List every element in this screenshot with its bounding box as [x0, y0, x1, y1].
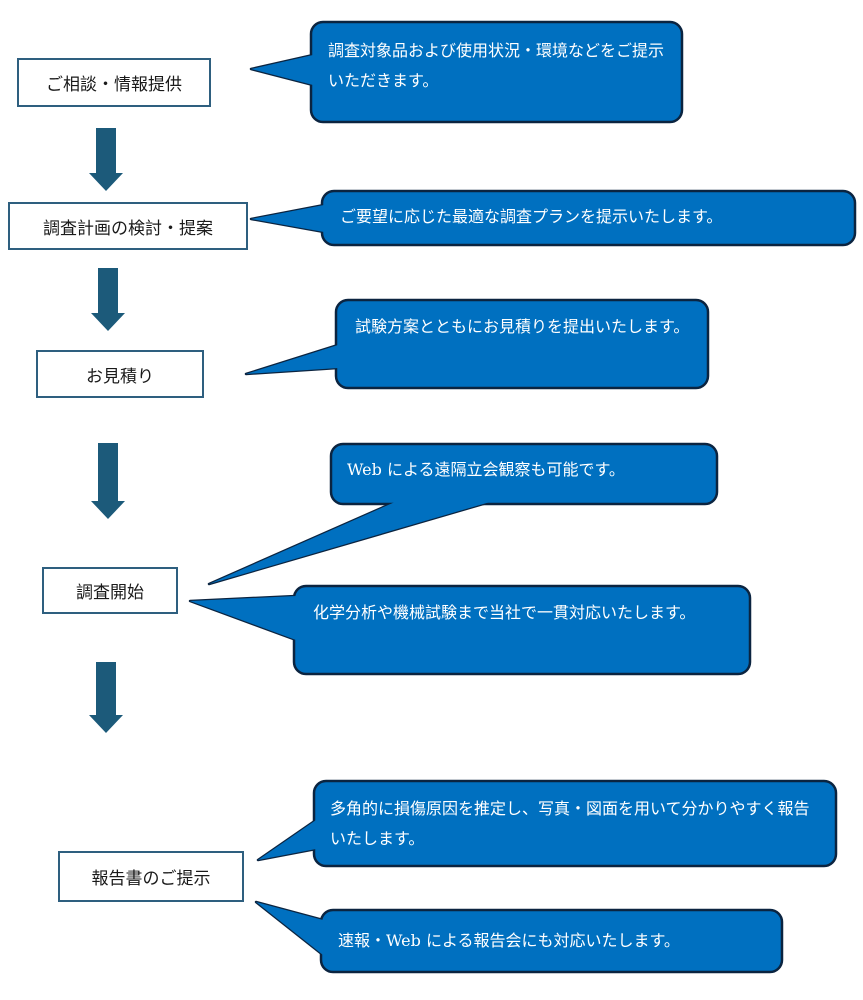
callout-estimate [244, 298, 710, 390]
down-arrow-icon [89, 662, 123, 733]
callout-tail-fill [258, 820, 316, 860]
step-report-box: 報告書のご提示 [58, 851, 244, 902]
callout-text-consultation: 調査対象品および使用状況・環境などをご提示いただきます。 [328, 41, 665, 90]
step-label: 調査計画の検討・提案 [43, 218, 213, 239]
step-label: 報告書のご提示 [91, 869, 211, 889]
callout-report-meeting [254, 900, 784, 974]
callout-tail-fill [251, 55, 313, 85]
callout-text-remote-witness: Web による遠隔立会観察も可能です。 [347, 460, 625, 479]
callout-tail-fill [209, 502, 490, 584]
callout-consultation [249, 20, 684, 124]
step-planning-box: 調査計画の検討・提案 [8, 202, 248, 250]
callout-tail-fill [251, 205, 324, 232]
callout-integrated-testing [188, 584, 752, 676]
callout-report-detail [256, 779, 838, 868]
down-arrow-icon [91, 268, 125, 331]
step-investigation-start-box: 調査開始 [42, 567, 178, 614]
callout-text-planning: ご要望に応じた最適な調査プランを提示いたします。 [340, 207, 723, 226]
callout-bubble [334, 298, 710, 390]
callout-planning [249, 189, 857, 247]
callout-remote-witness [207, 442, 719, 586]
callout-text-estimate: 試験方案とともにお見積りを提出いたします。 [355, 317, 690, 336]
callout-tail-fill [246, 345, 338, 374]
callout-tail-fill [190, 596, 296, 640]
callout-text-integrated-testing: 化学分析や機械試験まで当社で一貫対応いたします。 [313, 603, 696, 622]
step-consultation-box: ご相談・情報提供 [17, 58, 211, 107]
callout-text-report-meeting: 速報・Web による報告会にも対応いたします。 [338, 931, 680, 950]
step-label: 調査開始 [76, 583, 144, 603]
callout-bubble [329, 442, 719, 506]
callout-tail-fill [256, 902, 323, 955]
callout-text-report-detail: 多角的に損傷原因を推定し、写真・図面を用いて分かりやすく報告いたします。 [330, 799, 810, 848]
step-label: ご相談・情報提供 [46, 75, 182, 95]
step-label: お見積り [86, 366, 154, 387]
down-arrow-icon [89, 128, 123, 191]
step-estimate-box: お見積り [36, 350, 204, 398]
down-arrow-icon [91, 443, 125, 519]
